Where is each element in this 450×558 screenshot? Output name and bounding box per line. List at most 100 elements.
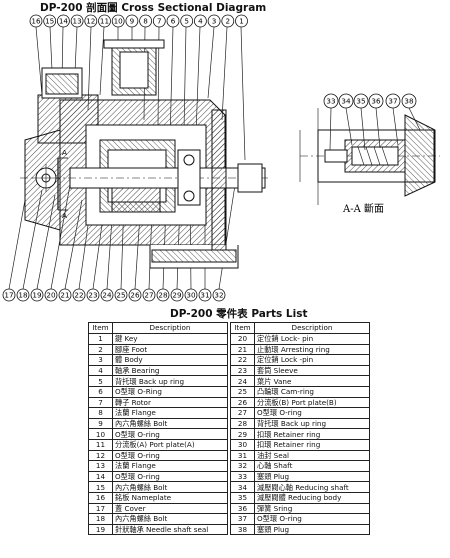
item-description: 體 Body xyxy=(112,354,228,366)
callout-number: 13 xyxy=(73,17,82,26)
item-number: 5 xyxy=(88,375,113,387)
item-number: 25 xyxy=(230,385,255,398)
item-description: 定位銷 Lock -pin xyxy=(254,354,370,366)
item-description: 凸輪環 Cam-ring xyxy=(254,385,370,398)
item-description: 分流板(A) Port plate(A) xyxy=(112,438,228,451)
callout-circle xyxy=(100,288,114,302)
item-number: 17 xyxy=(88,502,113,515)
callout-number: 29 xyxy=(172,291,182,300)
item-number: 34 xyxy=(230,481,255,493)
aa-section-label: A-A 斷面 xyxy=(342,202,384,215)
item-description: 減壓閥心軸 Reducing shaft xyxy=(254,481,370,493)
callout-circle xyxy=(2,288,16,302)
callout-circle xyxy=(170,288,184,302)
callout-circle xyxy=(114,288,128,302)
callout-circle xyxy=(111,14,125,28)
callout-circle xyxy=(86,288,100,302)
item-number: 1 xyxy=(88,333,113,345)
item-number: 23 xyxy=(230,364,255,377)
item-number: 24 xyxy=(230,375,255,387)
callout-number: 9 xyxy=(130,17,135,26)
callout-circle xyxy=(221,14,235,28)
callout-number: 8 xyxy=(143,17,148,26)
description-header: Description xyxy=(112,322,228,334)
callout-circle xyxy=(44,288,58,302)
callout-number: 17 xyxy=(4,291,13,300)
item-number: 18 xyxy=(88,513,113,525)
item-description: 法蘭 Flange xyxy=(112,407,228,419)
callout-circle xyxy=(401,93,417,109)
item-description: 扣環 Retainer ring xyxy=(254,438,370,451)
callout-number: 27 xyxy=(144,291,153,300)
callout-number: 20 xyxy=(46,291,56,300)
item-description: 止動環 Arresting ring xyxy=(254,343,370,356)
callout-circle xyxy=(98,14,111,28)
description-header: Description xyxy=(254,322,370,334)
callout-circle xyxy=(30,288,44,302)
item-description: 扣環 Retainer ring xyxy=(254,428,370,440)
item-number: 16 xyxy=(88,491,113,504)
item-number: 9 xyxy=(88,417,113,430)
item-description: O型環 O-Ring xyxy=(112,385,228,398)
item-description: 鍵 Key xyxy=(112,333,228,345)
callout-circle xyxy=(128,288,142,302)
callout-circle xyxy=(353,93,369,109)
item-number: 38 xyxy=(230,523,255,536)
item-description: O型環 O-ring xyxy=(112,470,228,483)
item-number: 32 xyxy=(230,460,255,472)
callout-circle xyxy=(207,14,221,28)
callout-number: 1 xyxy=(239,17,244,26)
item-description: 銘板 Nameplate xyxy=(112,491,228,504)
callout-number: 34 xyxy=(341,97,351,106)
item-number: 37 xyxy=(230,513,255,525)
callout-circle xyxy=(16,288,30,302)
item-number: 13 xyxy=(88,460,113,472)
callout-circle xyxy=(72,288,86,302)
callout-number: 23 xyxy=(88,291,97,300)
item-number: 3 xyxy=(88,354,113,366)
parts-table-header: Item Description xyxy=(88,322,228,334)
parts-list-title: DP-200 零件表 Parts List xyxy=(170,308,308,320)
item-number: 21 xyxy=(230,343,255,356)
item-number: 20 xyxy=(230,333,255,345)
callout-circle xyxy=(125,14,139,28)
callout-number: 28 xyxy=(158,291,168,300)
callout-number: 14 xyxy=(59,17,69,26)
callout-circle xyxy=(57,14,70,28)
callout-number: 24 xyxy=(102,291,112,300)
callout-number: 4 xyxy=(198,17,203,26)
diagram-title: DP-200 剖面圖 Cross Sectional Diagram xyxy=(40,2,267,14)
item-description: 背托環 Back up ring xyxy=(112,375,228,387)
callout-number: 33 xyxy=(326,97,335,106)
item-number: 6 xyxy=(88,385,113,398)
right-leader-lines xyxy=(329,107,421,151)
item-description: 心軸 Shaft xyxy=(254,460,370,472)
callout-circle xyxy=(180,14,194,28)
item-description: 油封 Seal xyxy=(254,449,370,462)
item-number: 2 xyxy=(88,343,113,356)
